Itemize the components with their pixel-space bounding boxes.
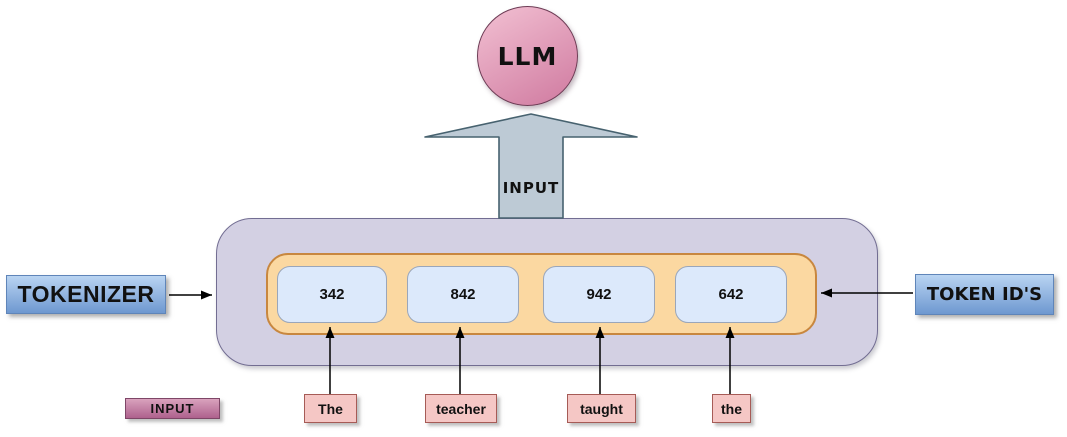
token-id-box: 942	[543, 266, 655, 323]
input-word-box: taught	[567, 394, 636, 423]
token-id-box: 342	[277, 266, 387, 323]
input-word-label: taught	[580, 400, 623, 417]
input-word-box: teacher	[425, 394, 497, 423]
token-id-value: 942	[586, 286, 612, 303]
token-id-box: 842	[407, 266, 519, 323]
token-id-value: 842	[450, 286, 476, 303]
input-legend: INPUT	[125, 398, 220, 419]
input-legend-label: INPUT	[150, 401, 195, 416]
input-word-label: teacher	[436, 400, 486, 417]
input-arrow-label-text: INPUT	[502, 179, 560, 197]
llm-node: LLM	[477, 6, 578, 106]
input-arrow-label: INPUT	[489, 177, 573, 199]
input-block-arrow	[424, 113, 638, 219]
tokenizer-label-box: TOKENIZER	[6, 275, 166, 314]
tokenizer-label: TOKENIZER	[17, 281, 155, 307]
token-id-value: 342	[319, 286, 345, 303]
input-word-box: the	[712, 394, 751, 423]
token-id-value: 642	[718, 286, 744, 303]
input-word-label: the	[721, 400, 742, 417]
token-id-box: 642	[675, 266, 787, 323]
input-word-label: The	[318, 400, 343, 417]
input-word-box: The	[304, 394, 357, 423]
token-ids-label: TOKEN ID'S	[926, 284, 1043, 305]
token-ids-label-box: TOKEN ID'S	[915, 274, 1054, 315]
llm-label: LLM	[497, 41, 558, 71]
